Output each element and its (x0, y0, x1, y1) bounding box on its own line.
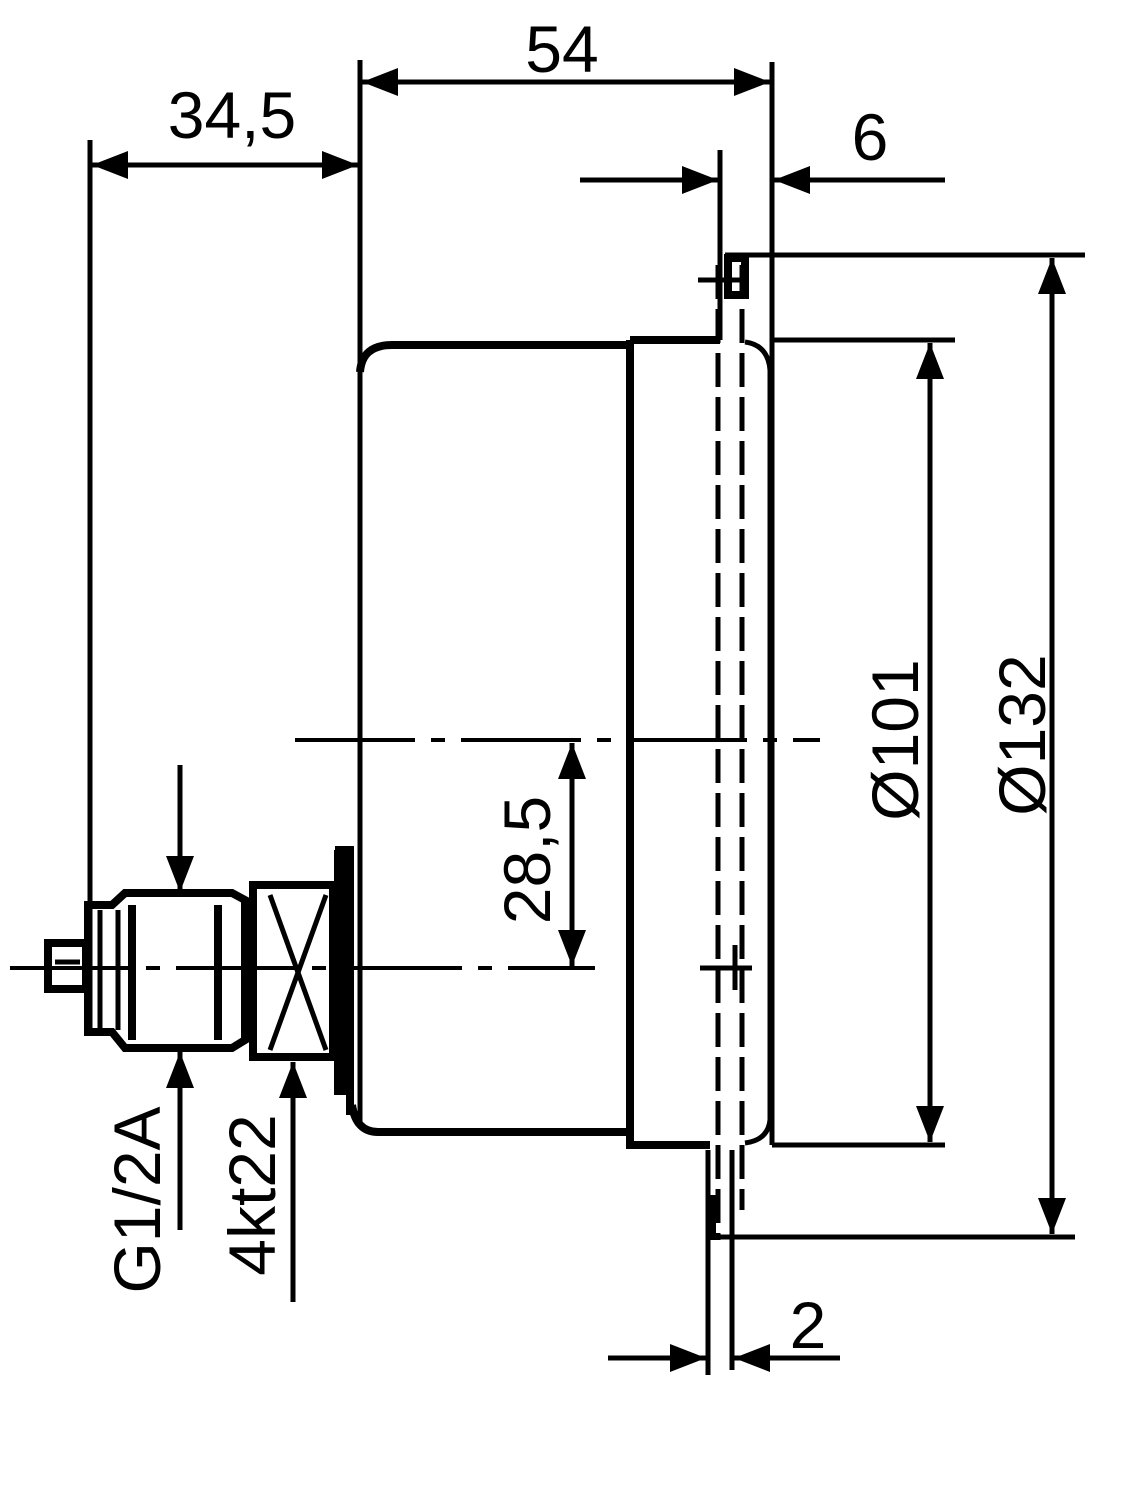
dimension-diameter-101: Ø101 (858, 343, 944, 1142)
dimension-label-28-5: 28,5 (490, 796, 564, 924)
dimension-54: 54 (362, 12, 770, 96)
dimension-2: 2 (608, 1288, 840, 1372)
thread-label: G1/2A (100, 1106, 174, 1293)
dimension-label-2: 2 (790, 1288, 827, 1362)
dimension-label-54: 54 (525, 12, 598, 86)
front-flange (698, 254, 749, 1240)
gauge-case (348, 336, 773, 1149)
wrench-size-label: 4kt22 (215, 1114, 289, 1275)
dimension-label-34-5: 34,5 (168, 78, 296, 152)
process-connection (44, 846, 354, 1115)
dimension-6: 6 (580, 100, 945, 194)
dimension-label-132: Ø132 (985, 654, 1059, 815)
wrench-annotation: 4kt22 (215, 1062, 307, 1302)
center-lines (10, 738, 820, 990)
dimension-label-101: Ø101 (858, 659, 932, 820)
dimension-diameter-132: Ø132 (985, 258, 1066, 1234)
dimension-34-5: 34,5 (92, 78, 358, 179)
thread-annotation: G1/2A (100, 765, 194, 1294)
dimension-28-5: 28,5 (490, 743, 586, 966)
dimension-label-6: 6 (852, 100, 889, 174)
